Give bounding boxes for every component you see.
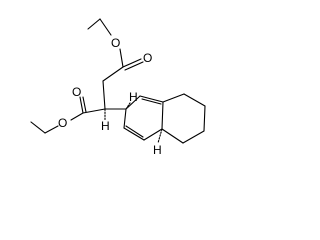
atom-label-h-ring-top: H (129, 90, 138, 104)
bond-left-carbonyl-double-a (79, 96, 84, 114)
bond-ring-c5-c6-double-b (125, 125, 144, 138)
bonds (30, 18, 206, 144)
bond-ring-c3-c4 (161, 101, 164, 130)
bond-ring-c6-c1 (123, 108, 127, 129)
bond-cyc-c3-a (162, 93, 185, 103)
bond-top-carbonyl-double-b (124, 61, 144, 71)
bond-ring-c2-c3-double-b (141, 98, 162, 105)
bond-left-ethyl-ch3 (30, 121, 46, 134)
bond-left-o-ch2 (44, 125, 59, 134)
bond-top-carbonyl-double-a (122, 58, 142, 68)
bond-ring-bottom-h (157, 128, 163, 144)
atom-label-h-ring-bottom: H (153, 143, 162, 157)
atom-label-o-top-ester: O (111, 36, 120, 50)
atom-labels: O O O O H H H (58, 36, 162, 157)
bond-ring-c1-c2 (125, 95, 141, 110)
atom-label-o-left-carbonyl: O (72, 85, 81, 99)
bond-cyc-c-d (182, 130, 205, 144)
bond-left-carbonyl-double-b (82, 96, 87, 113)
bond-ring-c2-c3-double-a (139, 95, 164, 103)
bond-top-ethyl-ch3 (87, 18, 101, 30)
bond-ring-c4-c5 (143, 128, 163, 141)
structure-canvas: O O O O H H H (30, 18, 206, 157)
bond-top-carbonyl-ch2 (102, 66, 124, 82)
bond-cyc-a-b (183, 93, 206, 107)
bond-top-o-carbonyl (119, 48, 124, 68)
bond-cyc-b-c (203, 105, 206, 132)
atom-label-o-top-carbonyl: O (143, 51, 152, 65)
bond-ch2-alpha (102, 80, 106, 110)
bond-top-ethyl-ch2-o (99, 18, 112, 36)
atom-label-o-left-ester: O (58, 116, 67, 130)
bond-ring-top-h (125, 102, 131, 110)
bond-ring-c5-c6-double-a (123, 127, 145, 141)
atom-label-h-alpha: H (101, 119, 110, 133)
bond-left-carbonyl-o (70, 112, 84, 121)
bond-cyc-d-c4 (161, 128, 184, 144)
bond-alpha-carbonyl-left (82, 108, 106, 114)
